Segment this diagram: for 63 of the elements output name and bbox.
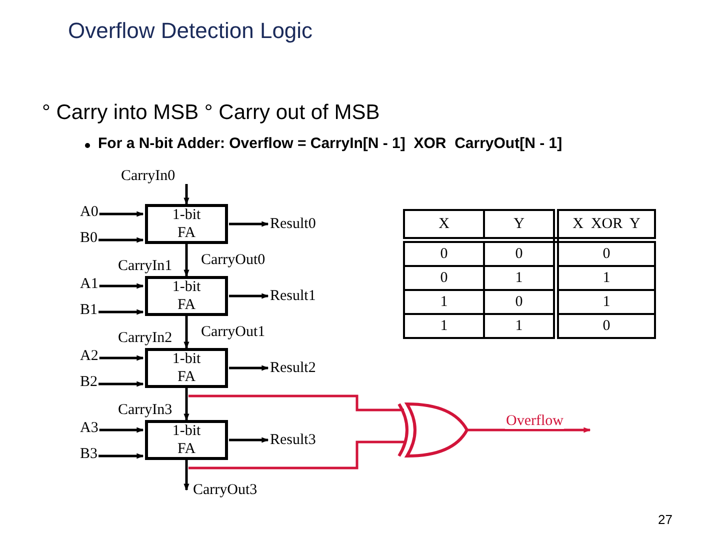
arrow [99, 283, 144, 289]
input-label: B2 [80, 374, 98, 390]
input-label: B3 [80, 446, 98, 462]
arrow [229, 365, 269, 371]
arrow [184, 388, 190, 421]
edge-label: CarryIn0 [120, 168, 176, 184]
header-cell: X [404, 210, 484, 240]
carry-in-label: CarryIn3 [118, 402, 172, 418]
page-number: 27 [658, 512, 672, 527]
arrow [229, 221, 269, 227]
output-label: Result0 [270, 216, 316, 232]
table-cell: 1 [556, 266, 655, 290]
arrow [98, 453, 144, 459]
arrow [98, 309, 144, 315]
table-cell: 1 [404, 314, 484, 338]
slide-title: Overflow Detection Logic [68, 18, 313, 44]
table-cell: 0 [556, 240, 655, 266]
sub-bullet-text: For a N-bit Adder: Overflow = CarryIn[N - 1] XOR CarryOut[N - 1] [98, 135, 562, 152]
edge-label: CarryOut3 [192, 482, 258, 498]
input-label: B1 [80, 302, 98, 318]
full-adder-box: 1-bit FA [145, 276, 228, 316]
output-label: Result1 [270, 288, 316, 304]
arrow [229, 437, 269, 443]
edge-label: Overflow [505, 413, 564, 429]
input-label: A1 [80, 276, 98, 292]
arrow [99, 355, 144, 361]
arrow [184, 244, 190, 277]
table-cell: 0 [556, 314, 655, 338]
table-cell: 0 [404, 266, 484, 290]
table-cell: 0 [484, 240, 556, 266]
carry-in-label: CarryIn1 [118, 258, 172, 274]
edge-label: CarryOut1 [200, 324, 266, 340]
input-label: A3 [80, 420, 98, 436]
full-adder-box: 1-bit FA [145, 204, 228, 244]
arrow [98, 381, 144, 387]
arrow [184, 460, 190, 491]
table-cell: 1 [484, 314, 556, 338]
arrow [184, 184, 190, 205]
output-label: Result2 [270, 360, 316, 376]
arrow [229, 293, 269, 299]
input-label: B0 [80, 230, 98, 246]
arrow [98, 237, 144, 243]
header-cell: Y [484, 210, 556, 240]
arrow [99, 427, 144, 433]
table-cell: 0 [484, 290, 556, 314]
input-label: A2 [80, 348, 98, 364]
wire [188, 394, 404, 412]
table-cell: 1 [556, 290, 655, 314]
table-cell: 0 [404, 240, 484, 266]
table-cell: 1 [404, 290, 484, 314]
output-label: Result3 [270, 432, 316, 448]
full-adder-box: 1-bit FA [145, 420, 228, 460]
table-cell: 1 [484, 266, 556, 290]
edge-label: CarryOut0 [200, 252, 266, 268]
arrow [184, 316, 190, 349]
input-label: A0 [80, 204, 98, 220]
carry-in-label: CarryIn2 [118, 330, 172, 346]
full-adder-box: 1-bit FA [145, 348, 228, 388]
header-cell: X XOR Y [556, 210, 655, 240]
arrow [99, 211, 144, 217]
bullet-text: ° Carry into MSB ° Carry out of MSB [42, 101, 380, 125]
wire [467, 427, 591, 433]
wire [188, 440, 404, 470]
